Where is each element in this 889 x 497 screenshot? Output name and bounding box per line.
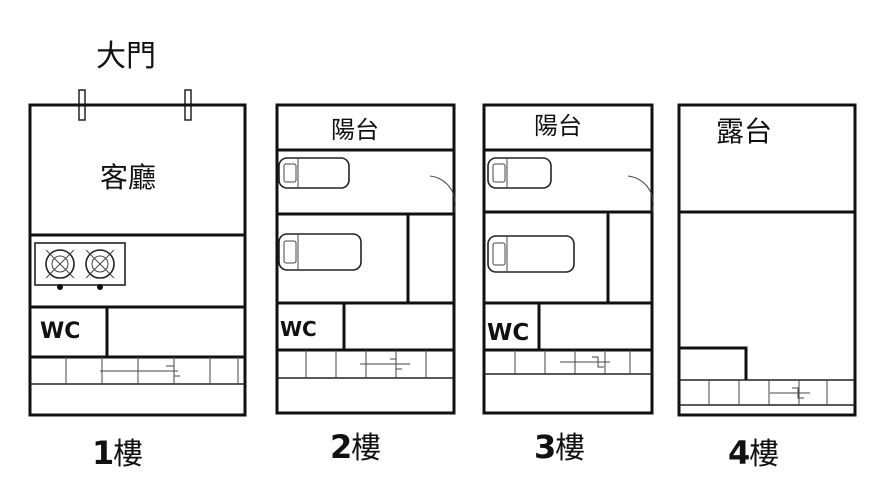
door-swing (627, 175, 654, 213)
floor-label-2: 2 樓 (330, 428, 381, 466)
balcony-label: 陽台 (331, 116, 379, 144)
staircase (30, 357, 245, 385)
floor-plan-2: 陽台 WC (275, 103, 456, 415)
bed-2 (278, 233, 362, 271)
bed-1 (278, 157, 350, 189)
staircase (679, 379, 855, 406)
wc-label: WC (487, 320, 529, 346)
terrace-label: 露台 (716, 115, 772, 148)
floor-label-3: 3 樓 (534, 428, 585, 466)
staircase (484, 350, 652, 375)
staircase (277, 350, 454, 379)
floor-number: 1 (92, 434, 114, 472)
floor-2-outline (275, 103, 456, 415)
living-room-label: 客廳 (100, 161, 156, 194)
floor-number: 3 (534, 428, 556, 466)
floor-plan-1: 大門 客廳 WC (28, 39, 247, 417)
floor-plan-4: 露台 (677, 103, 857, 417)
floor-number: 4 (728, 434, 750, 472)
stove (34, 242, 126, 290)
entrance-label: 大門 (96, 39, 156, 74)
floor-1-outline (28, 103, 247, 417)
floor-label-4: 4 樓 (728, 434, 779, 472)
floor-suffix: 樓 (351, 431, 381, 466)
wc-label: WC (40, 319, 80, 344)
floor-suffix: 樓 (749, 437, 779, 472)
floor-suffix: 樓 (555, 431, 585, 466)
floor-number: 2 (330, 428, 352, 466)
balcony-label: 陽台 (534, 112, 582, 140)
floor-3-outline (482, 103, 654, 415)
door-swing (429, 175, 456, 213)
bed-2 (487, 235, 575, 273)
bed-1 (487, 157, 552, 189)
floor-label-1: 1 樓 (92, 434, 143, 472)
floor-4-outline (677, 103, 857, 417)
floor-suffix: 樓 (113, 437, 143, 472)
wc-label: WC (280, 317, 317, 341)
floor-plan-3: 陽台 WC (482, 103, 654, 415)
